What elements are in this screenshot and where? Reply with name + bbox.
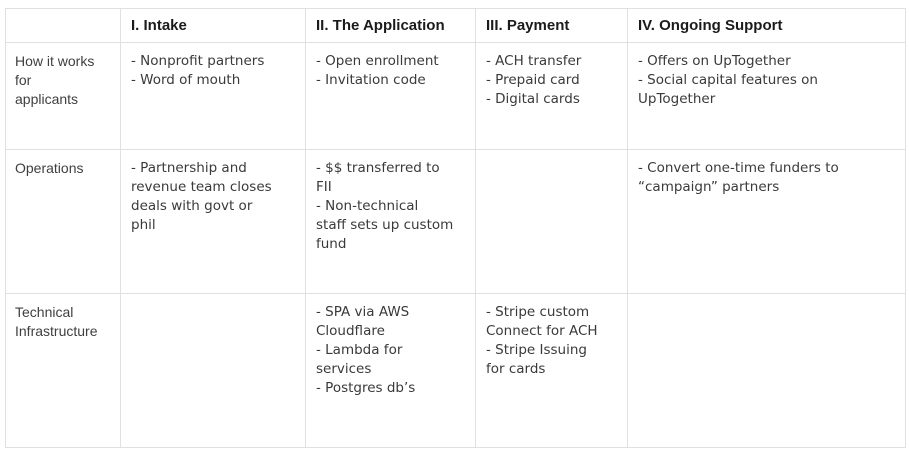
cell-how-it-works-application: - Open enrollment - Invitation code: [305, 42, 476, 150]
cell-how-it-works-payment: - ACH transfer - Prepaid card - Digital …: [475, 42, 628, 150]
cell-technical-intake: [120, 293, 306, 448]
cell-how-it-works-intake: - Nonprofit partners - Word of mouth: [120, 42, 306, 150]
cell-technical-ongoing-support: [627, 293, 906, 448]
column-header-ongoing-support: IV. Ongoing Support: [627, 8, 906, 43]
row-label-operations: Operations: [5, 149, 121, 294]
corner-header-cell: [5, 8, 121, 43]
cell-operations-ongoing-support: - Convert one-time funders to “campaign”…: [627, 149, 906, 294]
row-label-how-it-works: How it works for applicants: [5, 42, 121, 150]
column-header-payment: III. Payment: [475, 8, 628, 43]
cell-operations-intake: - Partnership and revenue team closes de…: [120, 149, 306, 294]
cell-how-it-works-ongoing-support: - Offers on UpTogether - Social capital …: [627, 42, 906, 150]
column-header-application: II. The Application: [305, 8, 476, 43]
cell-technical-payment: - Stripe custom Connect for ACH - Stripe…: [475, 293, 628, 448]
cell-operations-application: - $$ transferred to FII - Non-technical …: [305, 149, 476, 294]
cell-operations-payment: [475, 149, 628, 294]
cell-technical-application: - SPA via AWS Cloudflare - Lambda for se…: [305, 293, 476, 448]
process-table: I. Intake II. The Application III. Payme…: [5, 8, 906, 448]
column-header-intake: I. Intake: [120, 8, 306, 43]
row-label-technical-infrastructure: Technical Infrastructure: [5, 293, 121, 448]
table-header-row: I. Intake II. The Application III. Payme…: [5, 8, 906, 43]
table-row-technical-infrastructure: Technical Infrastructure - SPA via AWS C…: [5, 293, 906, 448]
table-row-how-it-works: How it works for applicants - Nonprofit …: [5, 42, 906, 150]
table-row-operations: Operations - Partnership and revenue tea…: [5, 149, 906, 294]
